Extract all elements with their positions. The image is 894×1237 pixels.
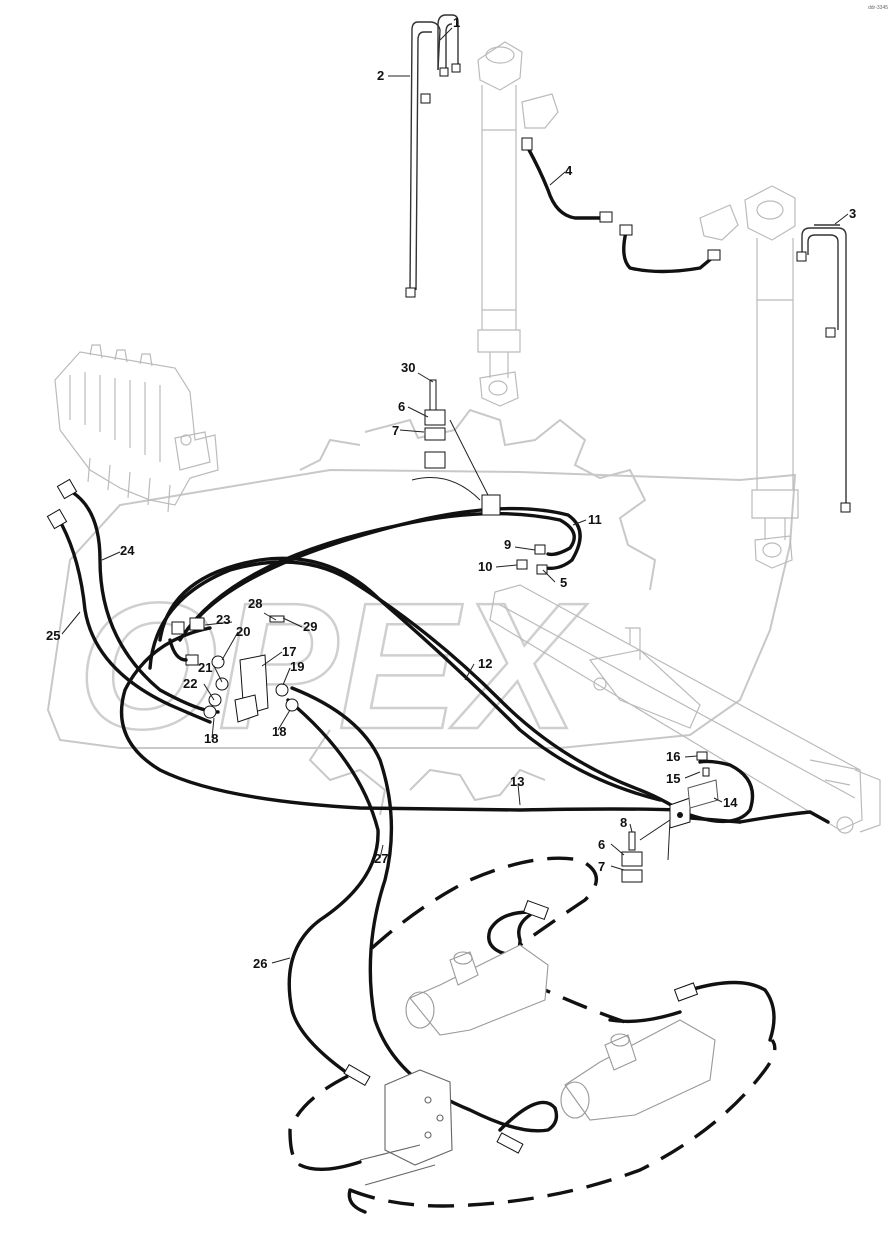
callout-27: 27	[374, 851, 388, 866]
callout-11: 11	[588, 512, 602, 527]
callout-6-top: 6	[398, 399, 405, 414]
callout-7-top: 7	[392, 423, 399, 438]
callout-2: 2	[377, 68, 384, 83]
callout-3: 3	[849, 206, 856, 221]
control-valve-bank	[54, 344, 219, 513]
watermark: OPEX	[46, 408, 797, 816]
callout-20: 20	[236, 624, 250, 639]
callout-1: 1	[453, 15, 460, 30]
callout-18-right: 18	[272, 724, 286, 739]
mount-bracket	[359, 1069, 453, 1186]
callout-14: 14	[723, 795, 738, 810]
boom-cylinder-right	[699, 185, 799, 569]
callout-18-left: 18	[204, 731, 218, 746]
hose-13	[119, 626, 830, 824]
callout-6-lower: 6	[598, 837, 605, 852]
callout-13: 13	[510, 774, 524, 789]
callout-23: 23	[216, 612, 230, 627]
pipe-1	[437, 14, 461, 77]
slew-cylinder-left	[405, 944, 549, 1036]
callout-15: 15	[666, 771, 680, 786]
callout-26: 26	[253, 956, 267, 971]
corner-mark: ddr-3345	[868, 5, 888, 11]
clamp-top	[411, 379, 501, 516]
callout-24: 24	[120, 543, 135, 558]
callout-29: 29	[303, 619, 317, 634]
boom-cylinder-left	[477, 41, 559, 407]
watermark-gear	[299, 408, 657, 816]
callout-8: 8	[620, 815, 627, 830]
callout-5: 5	[560, 575, 567, 590]
callout-21: 21	[198, 660, 212, 675]
hose-24	[56, 478, 220, 714]
hose-12	[148, 556, 742, 824]
callout-labels: 1 2 3 4 5 6 6 7 7 8 9 10 11 12 13 14 15 …	[46, 15, 856, 971]
hose-4	[521, 137, 721, 274]
pipe-2	[405, 21, 441, 298]
callout-4: 4	[565, 163, 573, 178]
slew-cylinder-right	[560, 1019, 716, 1121]
callout-25: 25	[46, 628, 60, 643]
valve-block	[168, 615, 299, 723]
callout-19: 19	[290, 659, 304, 674]
boom-arm	[489, 584, 881, 834]
callout-12: 12	[478, 656, 492, 671]
watermark-text: OPEX	[78, 566, 588, 767]
callout-17: 17	[282, 644, 296, 659]
callout-7-lower: 7	[598, 859, 605, 874]
callout-9: 9	[504, 537, 511, 552]
clamp-14	[669, 751, 719, 829]
hose-27	[290, 686, 559, 1154]
callout-22: 22	[183, 676, 197, 691]
hose-25	[46, 508, 212, 724]
callout-10: 10	[478, 559, 492, 574]
hose-cylinder-links	[487, 899, 776, 1042]
clamp-lower	[621, 819, 671, 883]
callout-28: 28	[248, 596, 262, 611]
callout-16: 16	[666, 749, 680, 764]
leader-lines	[61, 27, 849, 964]
pipe-3	[796, 224, 851, 513]
hose-26	[286, 698, 380, 1087]
callout-30: 30	[401, 360, 415, 375]
